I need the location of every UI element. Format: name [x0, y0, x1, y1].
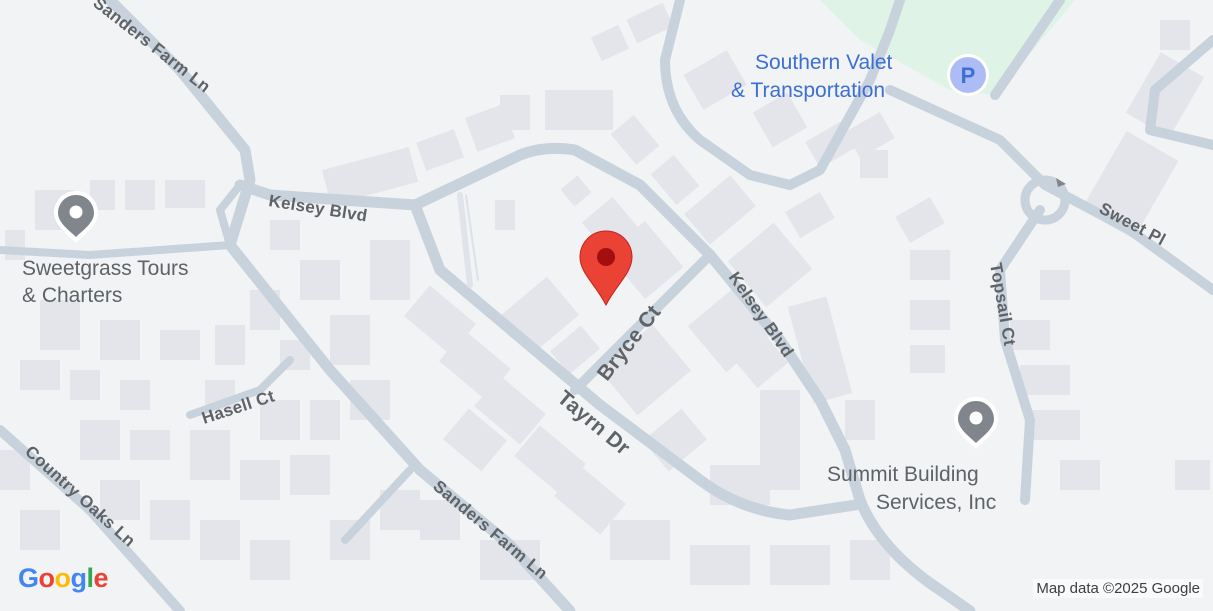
road-sweet-pl [1040, 180, 1213, 295]
street-label-sanders-farm-ln-top: Sanders Farm Ln [90, 0, 215, 96]
google-logo-g: g [70, 563, 88, 593]
poi-southern-valet-line1: Southern Valet [755, 51, 893, 74]
poi-summit-line1: Summit Building [827, 463, 979, 486]
road-east-connector [885, 85, 1050, 190]
parking-icon[interactable]: P [947, 54, 989, 96]
map-attribution[interactable]: Map data ©2025 Google [1033, 579, 1203, 598]
google-logo[interactable]: Google [18, 563, 109, 594]
google-logo-o2: o [54, 563, 72, 593]
road-country-oaks-ln [0, 425, 185, 611]
poi-sweetgrass-line1: Sweetgrass Tours [22, 257, 189, 280]
road-west-branch [0, 241, 234, 259]
one-way-arrow-icon [1056, 178, 1066, 187]
roundabout [1020, 175, 1070, 225]
road-tayrn-dr [409, 199, 861, 521]
road-north-connector [990, 0, 1065, 100]
parking-icon-letter: P [961, 63, 976, 88]
poi-southern-valet-line2: & Transportation [731, 79, 885, 102]
place-pin-icon[interactable] [954, 397, 998, 449]
place-pin-icon[interactable] [54, 191, 98, 243]
red-location-marker-icon[interactable] [579, 230, 633, 307]
google-logo-l: l [86, 563, 95, 593]
road-hasell-ct [186, 356, 294, 419]
google-logo-G: G [18, 563, 39, 593]
poi-southern-valet[interactable]: Southern Valet & Transportation P [731, 51, 989, 102]
google-logo-o1: o [38, 563, 56, 593]
google-logo-e: e [93, 563, 109, 593]
poi-sweetgrass[interactable]: Sweetgrass Tours & Charters [22, 191, 189, 307]
road-topsail-ct [995, 205, 1045, 505]
road-top-loop [660, 0, 905, 190]
poi-summit-line2: Services, Inc [876, 491, 996, 514]
poi-summit[interactable]: Summit Building Services, Inc [827, 397, 998, 514]
street-label-topsail-ct: Topsail Ct [986, 261, 1019, 347]
road-kelsey-blvd [234, 142, 976, 611]
road-bryce-ct [570, 250, 715, 395]
poi-sweetgrass-line2: & Charters [22, 284, 122, 307]
